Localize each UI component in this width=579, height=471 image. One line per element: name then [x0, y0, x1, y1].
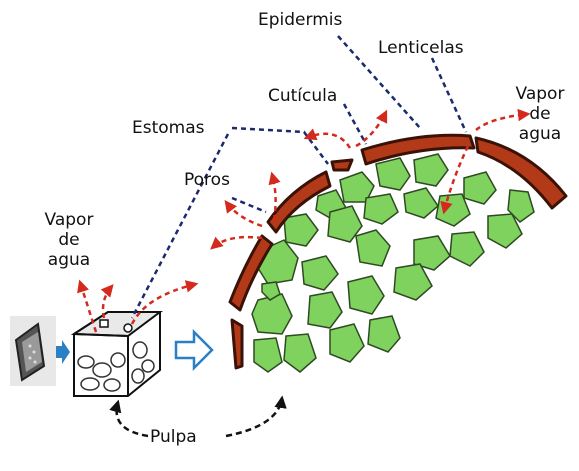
- label-epidermis: Epidermis: [258, 10, 342, 30]
- flow-arrow-icon: [56, 340, 70, 364]
- pulpa-arrows: [117, 398, 282, 436]
- vapor-left-line-1: Vapor: [38, 210, 100, 230]
- label-vapor-right: Vapor de agua: [510, 84, 570, 144]
- tissue-block-icon: [74, 312, 160, 396]
- pulp-cells: [252, 154, 534, 372]
- label-pulpa: Pulpa: [150, 427, 197, 447]
- label-cuticula: Cutícula: [268, 86, 337, 106]
- vapor-left-line-3: agua: [38, 250, 100, 270]
- vapor-right-line-1: Vapor: [510, 84, 570, 104]
- vapor-left-line-2: de: [38, 230, 100, 250]
- label-poros: Poros: [184, 170, 230, 190]
- vapor-right-line-3: agua: [510, 124, 570, 144]
- fruit-slice-icon: [10, 316, 56, 386]
- label-vapor-left: Vapor de agua: [38, 210, 100, 270]
- flow-arrow-icon: [176, 332, 212, 368]
- label-estomas: Estomas: [132, 118, 205, 138]
- label-lenticelas: Lenticelas: [378, 38, 464, 58]
- vapor-right-line-2: de: [510, 104, 570, 124]
